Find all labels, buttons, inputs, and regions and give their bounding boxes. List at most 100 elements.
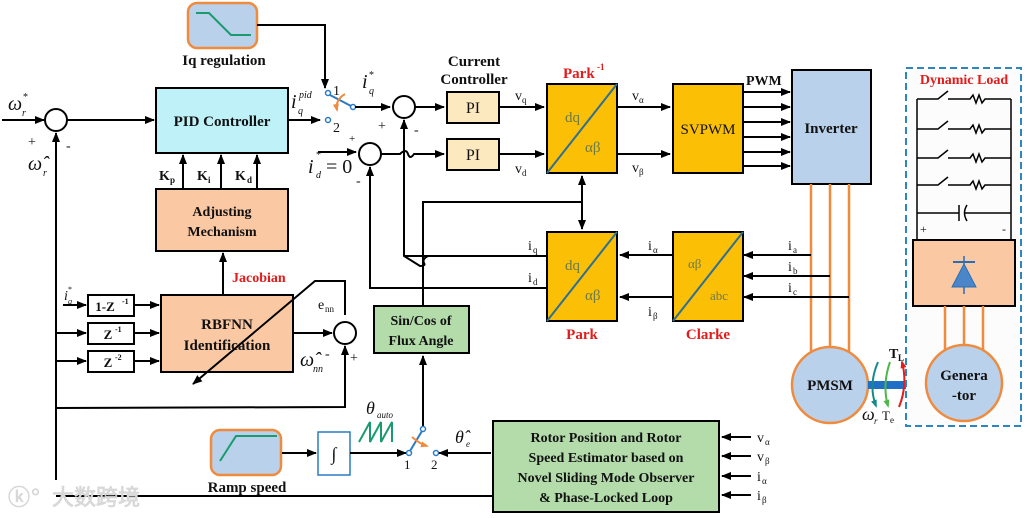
- svg-text:β: β: [653, 311, 658, 321]
- inverter-block: Inverter: [791, 69, 872, 185]
- svg-text:Rotor Position and Rotor: Rotor Position and Rotor: [530, 431, 681, 446]
- svg-text:i: i: [788, 239, 792, 254]
- svg-text:q: q: [298, 106, 303, 117]
- svg-text:= 0: = 0: [326, 156, 352, 178]
- svg-text:β: β: [639, 167, 644, 177]
- svg-text:Controller: Controller: [440, 72, 508, 88]
- svg-text:αβ: αβ: [688, 256, 702, 271]
- learning-arrow: [192, 280, 346, 385]
- svg-text:i: i: [757, 470, 761, 485]
- pi-q-block: PI: [446, 91, 500, 124]
- svg-text:PMSM: PMSM: [807, 378, 853, 394]
- svg-text:αβ: αβ: [585, 140, 601, 156]
- iq-pid-label: i: [291, 91, 297, 113]
- svg-text:a: a: [793, 245, 797, 255]
- svg-text:i: i: [648, 239, 652, 254]
- svg-text:v: v: [757, 450, 764, 465]
- delay-block-2: Z -1: [87, 322, 135, 345]
- switch-arrow-icon: [411, 436, 429, 448]
- omega-ref-label: ω: [8, 93, 22, 115]
- svg-text:α: α: [639, 95, 644, 105]
- svg-text:-: -: [66, 139, 71, 154]
- svg-text:d: d: [316, 170, 322, 181]
- svg-text:Genera: Genera: [940, 368, 988, 384]
- svg-text:Identification: Identification: [184, 338, 271, 354]
- error-sum-junction: [333, 321, 357, 345]
- watermark-text: 大数跨境: [52, 485, 140, 511]
- integrator-block: ∫: [317, 431, 351, 476]
- omega-arrow-icon: [871, 361, 879, 408]
- svg-text:Z: Z: [104, 355, 113, 370]
- svg-text:Z: Z: [104, 327, 113, 342]
- svg-text:+: +: [349, 133, 355, 145]
- park-block: dq αβ Park: [546, 231, 618, 343]
- svg-text:Mechanism: Mechanism: [187, 225, 257, 240]
- svg-text:-2: -2: [115, 353, 122, 362]
- svg-text:Park: Park: [566, 327, 598, 343]
- svg-text:*: *: [68, 285, 72, 294]
- mode-switch-current[interactable]: 1 2: [324, 84, 357, 136]
- clarke-block: αβ abc Clarke: [672, 231, 744, 343]
- svg-text:r: r: [43, 168, 47, 179]
- kp-label: K: [159, 169, 170, 184]
- svg-text:i: i: [757, 489, 761, 504]
- svg-text:q: q: [68, 297, 72, 306]
- svg-text:e: e: [890, 415, 894, 425]
- svg-text:∫: ∫: [331, 444, 338, 465]
- svg-text:PID Controller: PID Controller: [174, 114, 271, 130]
- svg-text:v: v: [515, 162, 522, 177]
- svg-text:β: β: [765, 456, 770, 466]
- svg-text:-: -: [1002, 222, 1006, 236]
- svg-text:Flux Angle: Flux Angle: [389, 334, 454, 349]
- svg-text:d: d: [247, 175, 252, 185]
- svg-text:L: L: [898, 353, 904, 363]
- generator: Genera -tor: [924, 343, 1004, 423]
- sincos-block: Sin/Cos of Flux Angle: [373, 305, 470, 354]
- tl-arrow-icon: [898, 360, 907, 408]
- svg-text:+: +: [378, 119, 386, 134]
- load-branch: [917, 90, 1011, 222]
- svg-text:αβ: αβ: [585, 288, 601, 304]
- svg-text:*: *: [369, 70, 374, 81]
- iq-ref-rbf-label: i: [64, 289, 68, 304]
- svg-text:Clarke: Clarke: [686, 327, 731, 343]
- kd-label: K: [235, 169, 246, 184]
- iq-reg-wire: [257, 24, 329, 89]
- svg-text:-: -: [356, 174, 361, 189]
- dynamic-load-panel: Dynamic Load + -: [905, 67, 1022, 427]
- svg-text:α: α: [765, 437, 770, 447]
- svg-text:e: e: [466, 439, 470, 449]
- svg-text:T: T: [889, 347, 899, 362]
- inverse-park-block: dq αβ Park -1: [546, 62, 618, 174]
- svg-text:*: *: [316, 150, 321, 161]
- svg-text:i: i: [788, 260, 792, 275]
- svg-text:-1: -1: [597, 62, 605, 72]
- watermark: ⓚ°: [8, 485, 41, 511]
- svg-text:v: v: [632, 161, 639, 176]
- speed-sum-junction: [44, 108, 68, 132]
- svg-text:i: i: [208, 175, 211, 185]
- svg-text:nn: nn: [325, 304, 335, 314]
- iq-sum-junction: [392, 95, 416, 119]
- svg-text:T: T: [882, 408, 890, 423]
- diode-icon: [951, 256, 977, 294]
- svg-text:Dynamic Load: Dynamic Load: [920, 73, 1009, 88]
- svg-text:1-Z: 1-Z: [95, 299, 115, 314]
- svg-text:SVPWM: SVPWM: [680, 122, 735, 138]
- svg-text:α: α: [762, 476, 767, 486]
- svg-text:i: i: [528, 271, 532, 286]
- mode-switch-angle[interactable]: 1 2: [404, 425, 440, 473]
- svg-text:pid: pid: [298, 90, 313, 101]
- svg-text:*: *: [23, 92, 28, 103]
- svg-text:abc: abc: [710, 288, 728, 303]
- estimator-block: Rotor Position and Rotor Speed Estimator…: [492, 420, 720, 513]
- adjusting-mechanism-block: Adjusting Mechanism: [155, 188, 289, 252]
- delay-block-1: 1-Z -1: [87, 294, 135, 317]
- pi-d-block: PI: [446, 138, 500, 171]
- ki-label: K: [197, 169, 208, 184]
- jacobian-label: Jacobian: [232, 271, 286, 286]
- svg-text:& Phase-Locked Loop: & Phase-Locked Loop: [539, 491, 673, 506]
- svg-text:nn: nn: [313, 364, 323, 375]
- svg-text:1: 1: [333, 84, 340, 99]
